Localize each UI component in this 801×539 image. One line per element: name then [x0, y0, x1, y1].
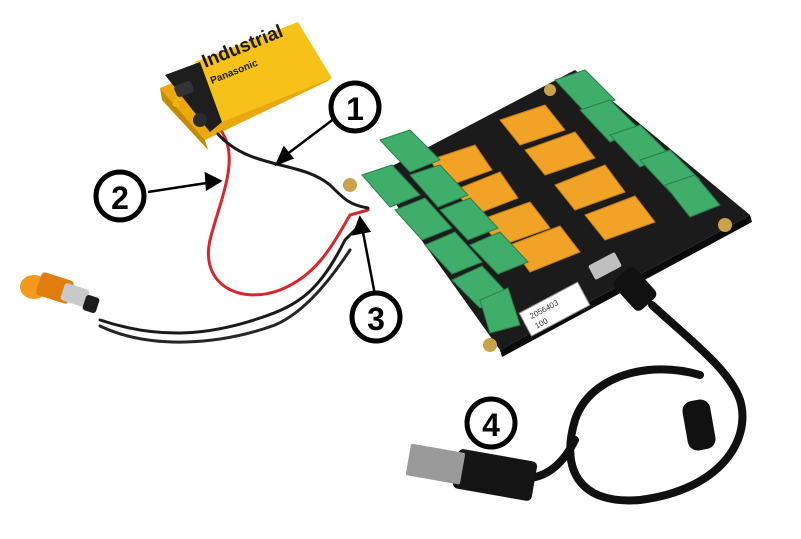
callout-arrows: [147, 117, 377, 296]
mount-hole: [483, 338, 497, 352]
black-wire: [216, 132, 370, 210]
callout-3: 3: [349, 290, 403, 344]
terminal-blocks-right: [554, 69, 721, 218]
battery-9v: Industrial Panasonic 9V: [160, 21, 332, 150]
relay-board: 2056403 100: [343, 69, 752, 357]
usb-port: [588, 252, 622, 280]
terminal-blocks-left: [361, 129, 529, 334]
red-wire: [207, 130, 370, 297]
ferrite-bead: [682, 399, 716, 451]
mount-hole: [718, 218, 732, 232]
lamp-wire-a: [98, 223, 362, 335]
callout-2: 2: [93, 169, 147, 223]
callout-4-number: 4: [482, 407, 500, 443]
callout-4: 4: [464, 396, 518, 450]
usb-plug-body: [452, 449, 538, 501]
mount-hole: [343, 178, 357, 192]
callout-1: 1: [328, 80, 382, 134]
mount-hole: [544, 84, 556, 96]
indicator-lamp: [20, 272, 100, 313]
battery-wires: [98, 130, 370, 344]
usb-cable: [405, 267, 747, 505]
callout-2-number: 2: [111, 180, 129, 216]
callout-3-number: 3: [367, 301, 385, 337]
battery-voltage-text: 9V: [170, 95, 183, 109]
callout-1-number: 1: [346, 91, 364, 127]
board-label: 2056403 100: [518, 281, 591, 337]
relays: [429, 104, 656, 273]
lamp-wire-b: [98, 248, 352, 344]
usb-plug-metal: [405, 443, 466, 485]
